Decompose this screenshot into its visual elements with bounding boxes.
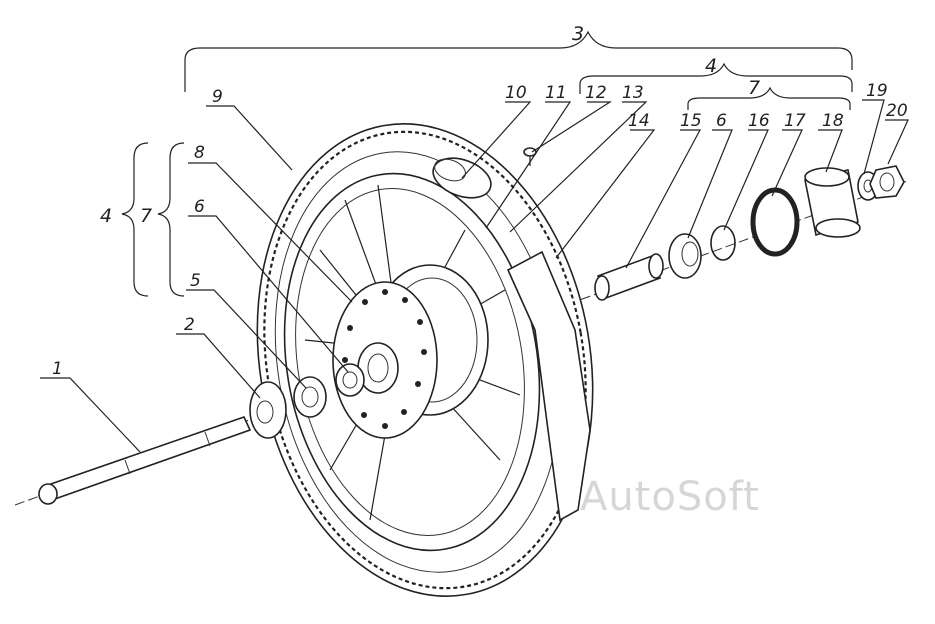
- bracket-3: [184, 30, 853, 92]
- callout-5: 5: [190, 271, 201, 291]
- axle-washer: [249, 381, 287, 439]
- callout-11: 11: [545, 83, 567, 103]
- bracket-4-left: [121, 142, 149, 297]
- axle-nut: [869, 165, 905, 199]
- callout-18: 18: [822, 111, 844, 131]
- bracket-7-top: [687, 86, 851, 110]
- callout-7-left: 7: [140, 205, 152, 227]
- callout-10: 10: [505, 83, 527, 103]
- callout-4-top: 4: [705, 55, 717, 77]
- circlip: [710, 225, 736, 261]
- callout-9: 9: [212, 87, 223, 107]
- bearing-right: [668, 233, 702, 279]
- spacer-sleeve: [594, 253, 664, 301]
- callout-6-left: 6: [194, 197, 205, 217]
- callout-1: 1: [52, 359, 63, 379]
- wheel-assembly: [256, 123, 594, 597]
- callout-4-left: 4: [100, 205, 112, 227]
- callout-7-top: 7: [748, 77, 760, 99]
- callout-17: 17: [784, 111, 806, 131]
- callout-19: 19: [866, 81, 888, 101]
- callout-6-right: 6: [716, 111, 727, 131]
- tire-tread: [263, 130, 587, 590]
- bracket-7-left: [157, 142, 185, 297]
- oil-seal-left: [293, 376, 327, 418]
- callout-12: 12: [585, 83, 607, 103]
- callout-labels: 3 4 7 4 7 1 2 5 6 8 9 10 11 12 13 14 15 …: [52, 23, 908, 379]
- callout-2: 2: [184, 315, 195, 335]
- callout-14: 14: [628, 111, 650, 131]
- callout-16: 16: [748, 111, 770, 131]
- seal-ring-right: [750, 187, 800, 257]
- callout-13: 13: [622, 83, 644, 103]
- tread-segment: [506, 250, 591, 522]
- callout-15: 15: [680, 111, 702, 131]
- callout-8: 8: [194, 143, 205, 163]
- leader-lines: [40, 99, 909, 453]
- hub-bore-inner: [367, 353, 389, 383]
- callout-3: 3: [572, 23, 584, 45]
- drive-sleeve: [804, 167, 861, 238]
- callout-20: 20: [886, 101, 908, 121]
- bracket-4-top: [579, 62, 853, 94]
- axle: [38, 416, 252, 505]
- hub-bearing-left: [335, 363, 365, 397]
- watermark-text: AutoSoft: [580, 474, 760, 520]
